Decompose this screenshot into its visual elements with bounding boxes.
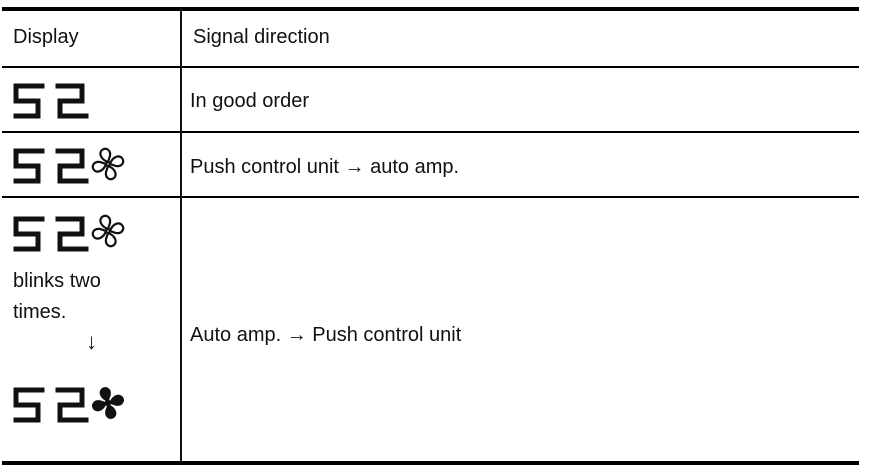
signal-text: In good order bbox=[190, 90, 309, 112]
row1-bottom-rule bbox=[2, 131, 859, 133]
header-display: Display bbox=[13, 26, 79, 48]
table-top-rule bbox=[2, 7, 859, 11]
header-bottom-rule bbox=[2, 66, 859, 68]
fan-outline-icon bbox=[91, 147, 125, 181]
fan-filled-icon bbox=[92, 387, 124, 419]
seven-segment-52-icon bbox=[13, 216, 89, 252]
signal-text: Auto amp. → Push control unit bbox=[190, 324, 462, 346]
row2-bottom-rule bbox=[2, 196, 859, 198]
seven-segment-52-icon bbox=[13, 83, 89, 119]
header-signal-direction: Signal direction bbox=[193, 26, 330, 48]
column-divider bbox=[180, 8, 182, 462]
signal-text: Push control unit → auto amp. bbox=[190, 156, 460, 178]
down-arrow: ↓ bbox=[86, 329, 97, 354]
table-bottom-rule bbox=[2, 461, 859, 465]
fan-outline-icon bbox=[91, 214, 125, 248]
blink-note-line1: blinks two bbox=[13, 270, 101, 292]
seven-segment-52-icon bbox=[13, 387, 89, 423]
seven-segment-52-icon bbox=[13, 148, 89, 184]
blink-note-line2: times. bbox=[13, 301, 67, 323]
